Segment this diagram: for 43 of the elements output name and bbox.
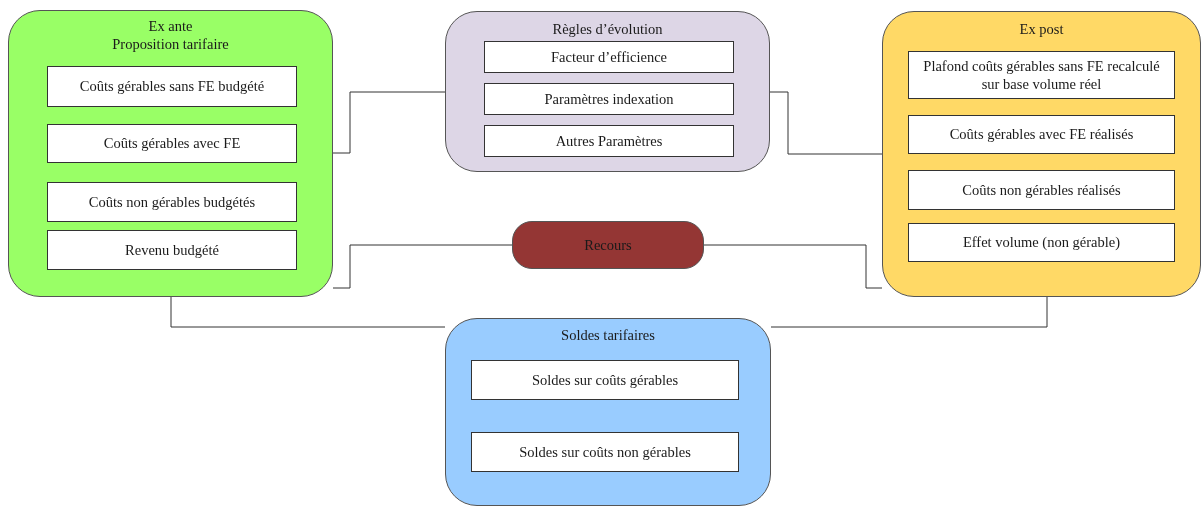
item-box: [908, 51, 1175, 99]
item-box: [47, 124, 297, 163]
item-label: Coûts gérables sans FE budgété: [79, 77, 265, 96]
group-heading: Proposition tarifaire: [111, 35, 230, 53]
group-panel: [8, 10, 333, 297]
group-heading: Ex ante: [147, 17, 194, 35]
item-box: [471, 360, 739, 400]
item-box: [471, 432, 739, 472]
group-panel: [882, 11, 1201, 297]
item-label: Coûts non gérables budgétés: [88, 192, 256, 212]
connector-line: [703, 244, 883, 289]
group-panel: [445, 318, 771, 506]
item-box: [47, 230, 297, 270]
process-pill: [512, 221, 704, 269]
group-heading: Soldes tarifaires: [560, 326, 656, 344]
group-heading: Ex post: [1018, 20, 1065, 38]
connector-line: [332, 91, 446, 154]
item-box: [47, 182, 297, 222]
connector-line: [332, 244, 513, 289]
item-label: Soldes sur coûts non gérables: [519, 442, 691, 462]
connector-line: [769, 91, 883, 155]
item-label: Effet volume (non gérable): [962, 233, 1121, 252]
connector-line: [770, 296, 1048, 328]
item-label: Paramètres indexation: [544, 89, 674, 109]
item-label: Revenu budgété: [125, 240, 219, 260]
group-panel: [445, 11, 770, 172]
item-label: Soldes sur coûts gérables: [531, 370, 679, 390]
item-label: Coûts non gérables réalisés: [962, 180, 1121, 200]
item-label: Recours: [584, 236, 632, 254]
item-label: Plafond coûts gérables sans FE recalculé sur base volume réel: [922, 56, 1161, 94]
item-label: Autres Paramètres: [555, 131, 663, 151]
connector-line: [170, 296, 446, 328]
item-box: [484, 125, 734, 157]
group-heading: Règles d’évolution: [551, 20, 664, 38]
item-box: [47, 66, 297, 107]
item-box: [908, 170, 1175, 210]
item-box: [908, 115, 1175, 154]
item-label: Coûts gérables avec FE: [103, 134, 241, 153]
item-label: Facteur d’efficience: [550, 47, 668, 67]
item-box: [484, 83, 734, 115]
item-label: Coûts gérables avec FE réalisés: [949, 125, 1134, 144]
item-box: [908, 223, 1175, 262]
item-box: [484, 41, 734, 73]
